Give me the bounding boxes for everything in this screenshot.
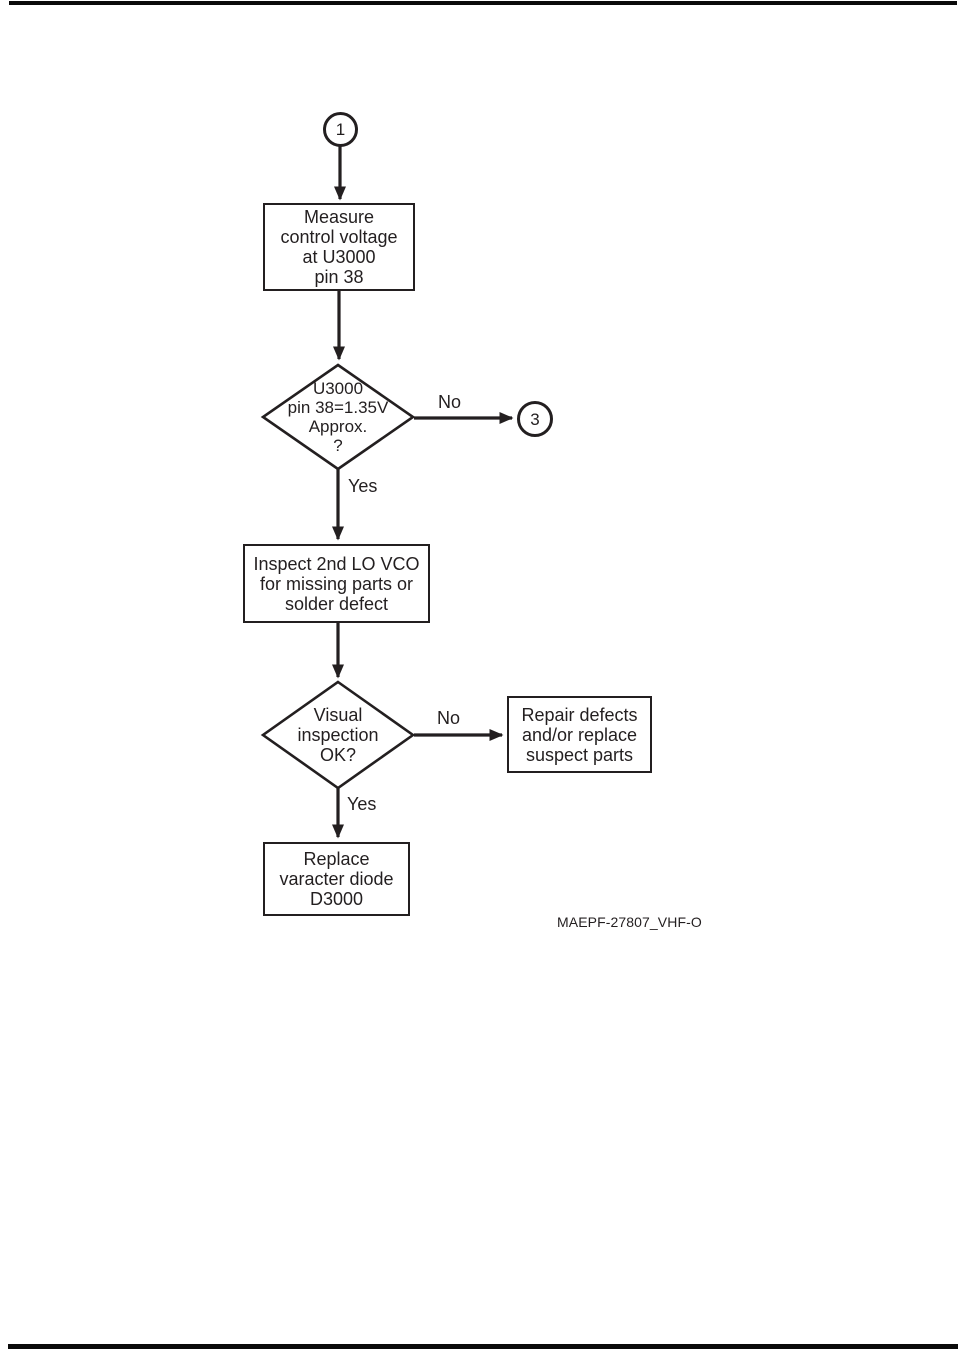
process-inspect-vco: Inspect 2nd LO VCO for missing parts or … [243,544,430,623]
connector-1-label: 1 [335,120,346,139]
bottom-rule [8,1344,958,1349]
process-inspect-vco-text: Inspect 2nd LO VCO for missing parts or … [253,553,420,614]
decision-visual-inspection: Visual inspection OK? [263,684,413,786]
process-measure-voltage-text: Measure control voltage at U3000 pin 38 [280,207,398,287]
process-replace-diode-text: Replace varacter diode D3000 [279,849,394,909]
decision-voltage-check: U3000 pin 38=1.35V Approx. ? [263,366,413,468]
decision-voltage-check-text: U3000 pin 38=1.35V Approx. ? [287,379,389,455]
process-repair-defects: Repair defects and/or replace suspect pa… [507,696,652,773]
edge-label-visual-yes: Yes [347,794,377,814]
connector-3-label: 3 [530,409,540,429]
decision-visual-inspection-text: Visual inspection OK? [297,705,379,765]
process-repair-defects-text: Repair defects and/or replace suspect pa… [521,704,638,765]
top-rule [9,1,957,5]
decision-voltage-shape [260,363,416,471]
process-measure-voltage: Measure control voltage at U3000 pin 38 [263,203,415,291]
figure-caption: MAEPF-27807_VHF-O [557,914,702,930]
edge-label-visual-no: No [437,708,461,728]
connector-circle-1: 1 [323,112,358,147]
edge-label-voltage-no: No [438,392,462,412]
connector-circle-3: 3 [517,401,553,437]
process-replace-diode: Replace varacter diode D3000 [263,842,410,916]
edge-label-voltage-yes: Yes [348,476,378,496]
decision-visual-shape [260,680,416,790]
